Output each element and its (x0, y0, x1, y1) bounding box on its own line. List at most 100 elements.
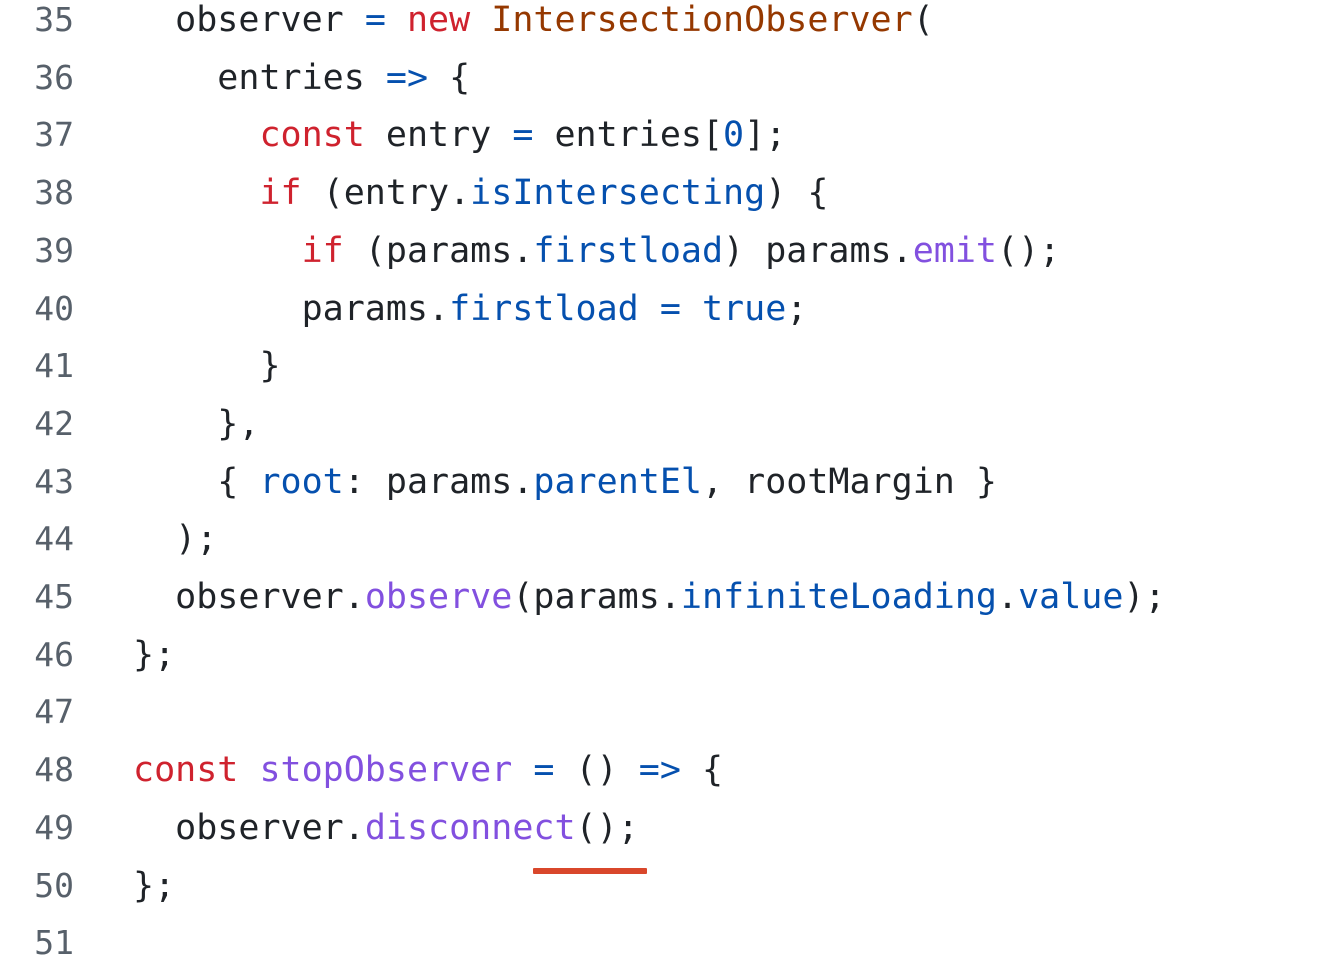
code-line: 40 params.firstload = true; (0, 281, 1328, 339)
code-token: if (259, 173, 302, 214)
code-line: 44 ); (0, 511, 1328, 569)
code-token: = (533, 750, 555, 791)
code-text: }, (133, 402, 259, 446)
code-token: }; (133, 865, 176, 906)
code-line: 42 }, (0, 396, 1328, 454)
code-line: 43 { root: params.parentEl, rootMargin } (0, 454, 1328, 512)
line-number: 41 (34, 346, 74, 386)
code-token: IntersectionObserver (491, 0, 913, 40)
code-token (470, 0, 491, 40)
line-number: 36 (34, 57, 74, 97)
code-token: params. (301, 288, 450, 329)
code-token: firstload (533, 230, 724, 271)
line-number: 45 (34, 577, 74, 616)
code-line: 49 observer.disconnect(); (0, 800, 1328, 858)
code-token: = (659, 288, 681, 329)
code-token (386, 0, 407, 40)
code-token: ); (175, 519, 218, 560)
error-underline (533, 868, 647, 874)
code-token: } (259, 346, 281, 387)
code-token: { (217, 461, 260, 502)
code-line: 46}; (0, 627, 1328, 685)
code-token (512, 750, 533, 790)
code-text: entries => { (133, 56, 470, 100)
code-line: 39 if (params.firstload) params.emit(); (0, 223, 1328, 281)
line-number: 35 (34, 0, 74, 39)
code-token (344, 0, 365, 40)
code-text: if (entry.isIntersecting) { (133, 171, 828, 215)
code-token: value (1018, 577, 1124, 617)
code-token: ) params. (723, 230, 913, 271)
line-number: 47 (34, 692, 74, 732)
line-number: 44 (34, 519, 74, 559)
code-token: observer (175, 0, 344, 40)
code-text: const stopObserver = () => { (133, 748, 723, 792)
line-number: 49 (34, 807, 74, 847)
code-token: const (133, 750, 239, 791)
code-text: observer = new IntersectionObserver( (133, 0, 934, 42)
code-token: firstload (449, 288, 639, 329)
code-token (681, 289, 702, 329)
code-token: entries (217, 57, 365, 98)
code-line: 47 (0, 684, 1328, 742)
line-number: 38 (34, 173, 74, 213)
code-token: () (554, 750, 639, 791)
code-token: emit (912, 230, 997, 271)
code-text: const entry = entries[0]; (133, 113, 786, 157)
code-line: 35 observer = new IntersectionObserver( (0, 0, 1328, 50)
code-token: ); (1123, 577, 1166, 617)
code-token: ) { (765, 173, 829, 214)
code-line: 41 } (0, 338, 1328, 396)
line-number: 46 (34, 634, 74, 674)
code-text: if (params.firstload) params.emit(); (133, 229, 1061, 273)
code-token (238, 750, 259, 790)
code-token: , rootMargin } (701, 461, 997, 502)
code-token: stopObserver (259, 750, 513, 791)
code-token: observer. (175, 577, 365, 617)
code-token: const (259, 115, 365, 156)
line-number: 51 (34, 923, 74, 963)
code-token: : params. (343, 461, 534, 502)
code-token: (entry. (301, 173, 471, 214)
code-token: => (385, 57, 429, 98)
line-number: 50 (34, 865, 74, 905)
code-token: observer. (175, 807, 365, 848)
code-token: parentEl (533, 461, 702, 502)
code-token: root (259, 461, 344, 502)
line-number: 42 (34, 403, 74, 443)
code-token: (params. (343, 230, 534, 271)
code-token: = (512, 115, 534, 156)
code-token: entries[ (533, 115, 724, 156)
code-line: 37 const entry = entries[0]; (0, 107, 1328, 165)
code-token: new (406, 0, 471, 40)
code-text: ); (133, 517, 217, 561)
code-token (365, 58, 386, 98)
code-token: ; (786, 288, 808, 329)
code-text: }; (133, 864, 175, 908)
code-token: observe (364, 577, 513, 617)
code-token: => (638, 750, 681, 791)
code-token: }; (133, 634, 176, 675)
code-token: disconnect (364, 807, 576, 848)
code-token: isIntersecting (470, 173, 766, 214)
code-token: (); (997, 230, 1061, 271)
code-token: { (680, 750, 724, 791)
code-token: entry (364, 115, 513, 156)
code-text: } (133, 344, 281, 388)
code-text: observer.observe(params.infiniteLoading.… (133, 575, 1166, 619)
code-token: (); (575, 807, 639, 848)
code-token: ]; (744, 115, 787, 156)
code-token: infiniteLoading (680, 577, 997, 617)
code-line: 50}; (0, 858, 1328, 916)
code-text: observer.disconnect(); (133, 806, 639, 850)
line-number: 39 (34, 230, 74, 270)
code-token: (params. (512, 577, 681, 617)
code-line: 38 if (entry.isIntersecting) { (0, 165, 1328, 223)
code-token: if (301, 230, 344, 271)
code-line: 45 observer.observe(params.infiniteLoadi… (0, 569, 1328, 627)
code-token (639, 289, 660, 329)
code-line: 36 entries => { (0, 50, 1328, 108)
line-number: 43 (34, 461, 74, 501)
